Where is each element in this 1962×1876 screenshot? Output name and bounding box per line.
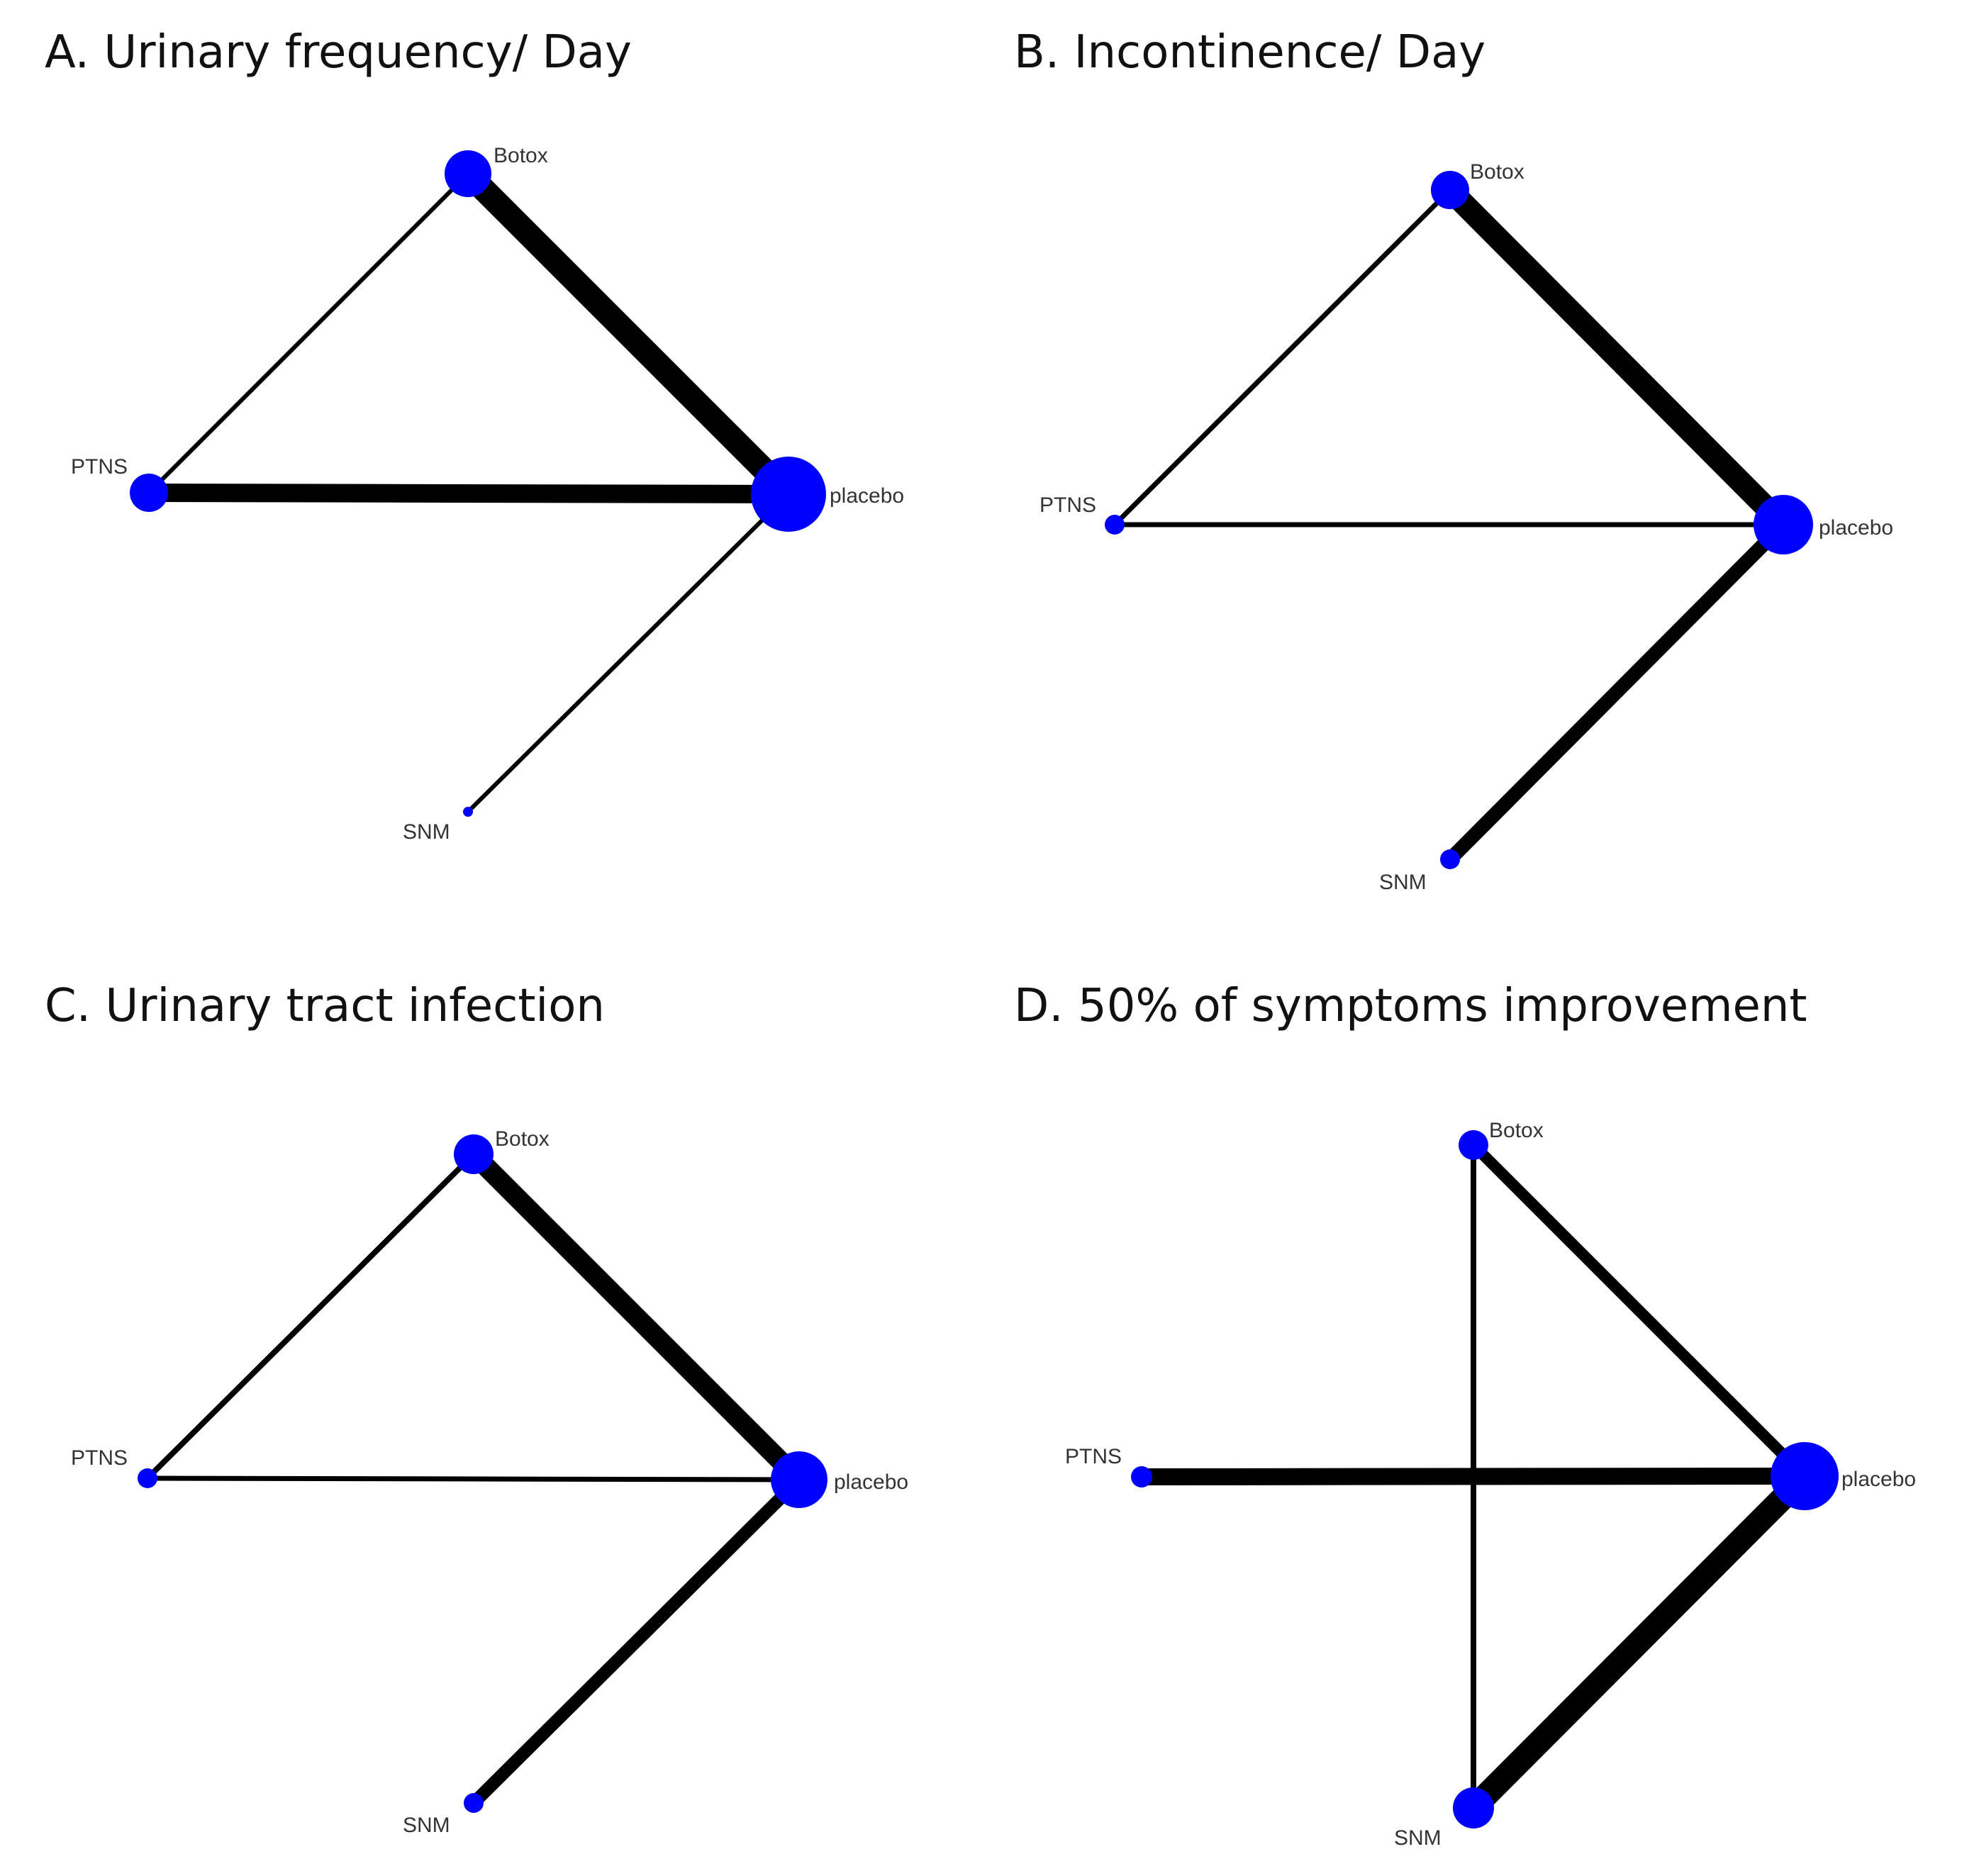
panel-c-edge-ptns-placebo <box>147 1475 800 1483</box>
panel-a-edge-botox-placebo <box>459 164 798 503</box>
panel-c-label-placebo: placebo <box>834 1470 908 1494</box>
panel-a-label-snm: SNM <box>403 820 450 844</box>
panel-b-node-ptns <box>1105 515 1125 535</box>
panel-d-edges <box>1141 1141 1814 1817</box>
panel-d-node-placebo <box>1771 1442 1839 1510</box>
panel-a: A. Urinary frequency/ Day Botox PTNS pla… <box>45 26 904 844</box>
panel-b-nodes <box>1105 171 1813 869</box>
panel-c-node-ptns <box>138 1468 157 1488</box>
panel-c-edge-botox-placebo <box>467 1147 806 1487</box>
panel-d-edge-botox-placebo <box>1469 1141 1809 1480</box>
panel-b-edge-botox-placebo <box>1442 182 1792 533</box>
panel-b-label-ptns: PTNS <box>1039 493 1096 517</box>
panel-a-label-ptns: PTNS <box>71 455 128 479</box>
panel-c-edge-placebo-snm <box>469 1475 804 1808</box>
panel-a-title: A. Urinary frequency/ Day <box>45 26 632 79</box>
panel-d-node-ptns <box>1131 1466 1152 1487</box>
panel-a-edge-ptns-botox <box>147 172 470 495</box>
panel-d-nodes <box>1131 1130 1839 1828</box>
panel-c-title: C. Urinary tract infection <box>45 980 605 1032</box>
panel-d-labels: Botox PTNS placebo SNM <box>1065 1119 1916 1850</box>
panel-d: D. 50% of symptoms improvement Botox PTN… <box>1014 980 1916 1850</box>
panel-a-node-snm <box>463 807 473 817</box>
panel-c-node-placebo <box>771 1451 827 1508</box>
panel-d-node-snm <box>1453 1787 1494 1828</box>
panel-b-edge-ptns-botox <box>1113 188 1452 527</box>
panel-c-edges <box>145 1147 806 1808</box>
panel-b-labels: Botox PTNS placebo SNM <box>1039 160 1893 894</box>
panel-b-node-snm <box>1440 849 1460 869</box>
panel-d-label-botox: Botox <box>1489 1119 1544 1142</box>
panel-c-node-snm <box>464 1793 484 1813</box>
panel-b-edges <box>1113 182 1792 865</box>
panel-d-title: D. 50% of symptoms improvement <box>1014 980 1807 1032</box>
panel-b-node-placebo <box>1754 495 1813 554</box>
panel-a-label-placebo: placebo <box>830 484 904 508</box>
panel-d-edge-ptns-placebo <box>1141 1468 1805 1485</box>
panel-a-label-botox: Botox <box>494 144 548 167</box>
panel-c-labels: Botox PTNS placebo SNM <box>71 1127 908 1837</box>
panel-c-nodes <box>138 1134 827 1813</box>
panel-c-label-botox: Botox <box>495 1127 550 1151</box>
panel-a-edge-placebo-snm <box>466 492 791 814</box>
panel-d-label-snm: SNM <box>1394 1826 1442 1850</box>
panel-b-label-botox: Botox <box>1470 160 1525 184</box>
panel-a-node-placebo <box>751 457 826 532</box>
panel-a-edges <box>147 164 798 814</box>
panel-b: B. Incontinence/ Day Botox PTNS placebo … <box>1014 26 1893 894</box>
panel-d-label-placebo: placebo <box>1841 1468 1916 1491</box>
panel-d-node-botox <box>1459 1130 1488 1160</box>
panel-d-edge-placebo-snm <box>1464 1467 1814 1817</box>
panel-a-node-botox <box>445 150 491 197</box>
panel-a-nodes <box>130 150 826 817</box>
panel-c-label-snm: SNM <box>403 1814 450 1837</box>
panel-a-edge-ptns-placebo <box>148 484 789 503</box>
panel-c-node-botox <box>454 1134 494 1174</box>
panel-b-label-placebo: placebo <box>1819 516 1893 540</box>
panel-c-label-ptns: PTNS <box>71 1446 128 1470</box>
panel-d-label-ptns: PTNS <box>1065 1445 1122 1468</box>
panel-b-title: B. Incontinence/ Day <box>1014 26 1486 79</box>
panel-b-node-botox <box>1431 171 1469 209</box>
panel-b-label-snm: SNM <box>1379 871 1427 894</box>
panel-a-labels: Botox PTNS placebo SNM <box>71 144 904 844</box>
panel-c-edge-ptns-botox <box>145 1152 476 1480</box>
panel-a-node-ptns <box>130 474 168 512</box>
panel-b-edge-placebo-snm <box>1444 519 1789 865</box>
panel-c: C. Urinary tract infection Botox PTNS pl… <box>45 980 908 1837</box>
